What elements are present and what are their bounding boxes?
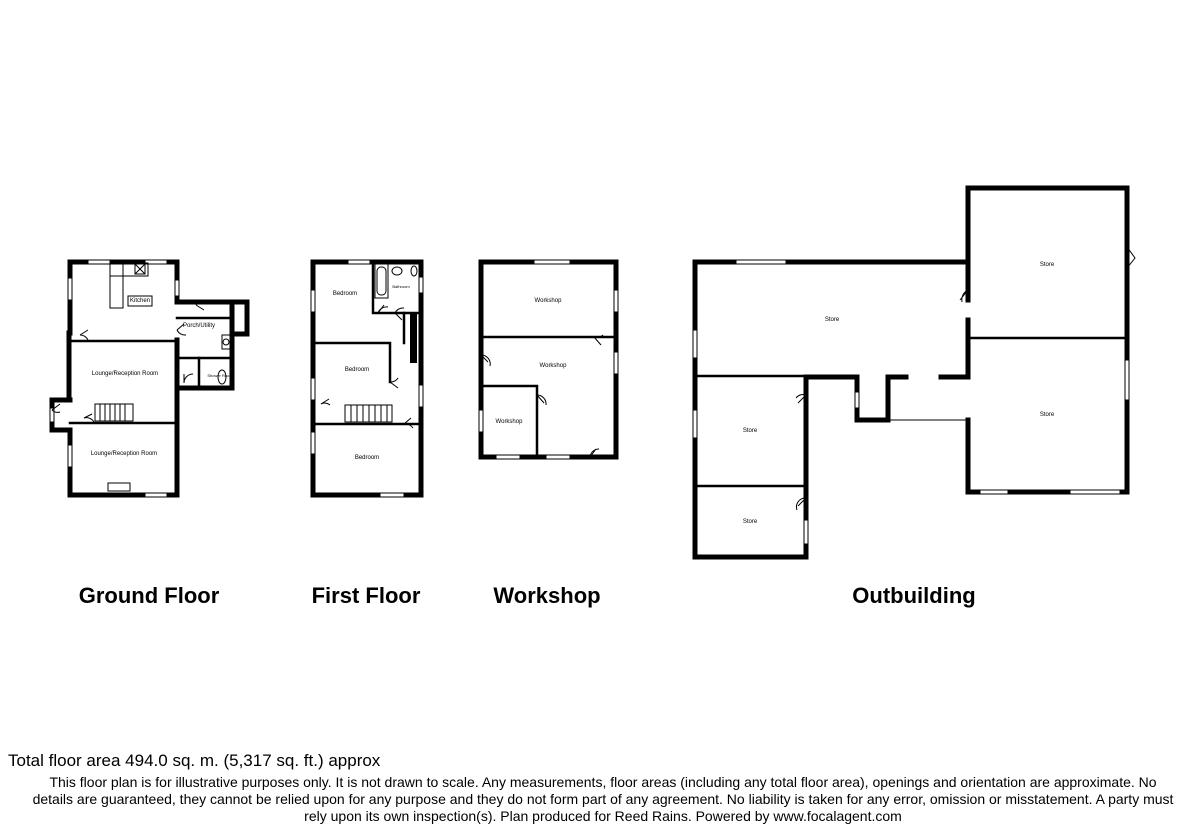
room-shower: Shower Room [207, 373, 233, 378]
disclaimer-text: This floor plan is for illustrative purp… [32, 774, 1174, 824]
room-bathroom: Bathroom [392, 284, 410, 289]
room-workshop-1: Workshop [535, 298, 563, 304]
total-floor-area: Total floor area 494.0 sq. m. (5,317 sq.… [8, 751, 381, 770]
room-workshop-2: Workshop [540, 363, 568, 369]
workshop-plan: Workshop Workshop Workshop [478, 259, 619, 460]
floor-title-workshop: Workshop [493, 583, 600, 608]
floor-title-ground: Ground Floor [79, 583, 220, 608]
room-lounge-reception-1: Lounge/Reception Room [92, 371, 158, 377]
room-kitchen: Kitchen [130, 298, 150, 304]
room-lounge-reception-2: Lounge/Reception Room [91, 451, 157, 457]
room-bedroom-3: Bedroom [355, 455, 379, 461]
room-store-bottom-right: Store [1040, 412, 1055, 418]
room-store-main: Store [825, 317, 840, 323]
room-store-bottom-left: Store [743, 519, 758, 525]
room-bedroom-1: Bedroom [333, 291, 357, 297]
first-floor-plan: Bedroom Bathroom Bedroom Bedroom [310, 259, 424, 498]
floor-title-first: First Floor [312, 583, 421, 608]
room-store-left: Store [743, 428, 758, 434]
outbuilding-plan: Store Store Store Store Store [692, 185, 1136, 560]
room-store-top-right: Store [1040, 262, 1055, 268]
ground-floor-plan: Kitchen Porch/Utility Lounge/Reception R… [49, 259, 250, 498]
room-workshop-3: Workshop [496, 419, 524, 425]
room-bedroom-2: Bedroom [345, 367, 369, 373]
room-porch-utility: Porch/Utility [183, 323, 215, 329]
floor-title-outbuilding: Outbuilding [852, 583, 975, 608]
